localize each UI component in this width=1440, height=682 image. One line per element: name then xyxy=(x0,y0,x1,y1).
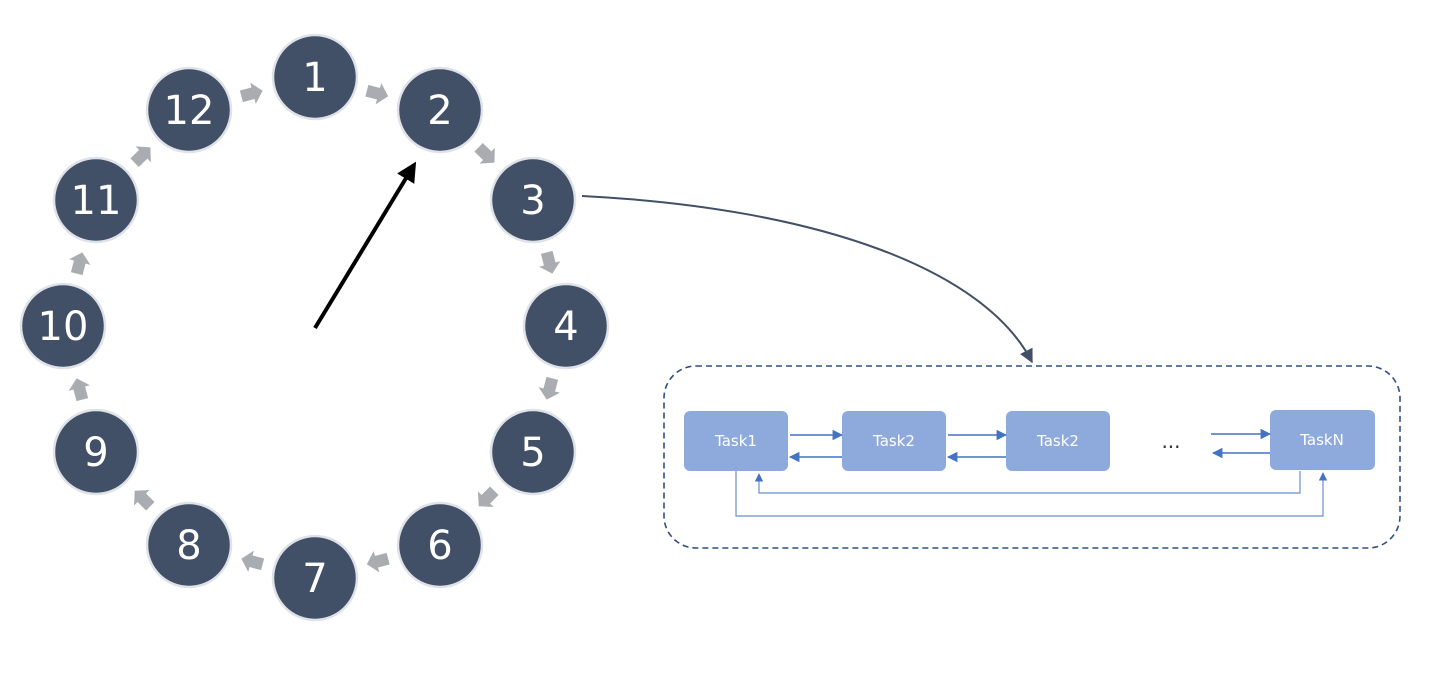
task-label: TaskN xyxy=(1299,431,1344,449)
slot-flow-chevron xyxy=(478,486,499,507)
wheel-slot: 1 xyxy=(271,33,359,121)
wheel-slot-label: 2 xyxy=(427,88,452,134)
wheel-slot-label: 3 xyxy=(520,178,545,224)
wheel-slot: 5 xyxy=(489,408,577,496)
slot-flow-chevron xyxy=(68,378,90,402)
slot-flow-chevron xyxy=(241,550,265,572)
slot-flow-chevron xyxy=(239,82,263,104)
wheel-slot-circle xyxy=(522,282,610,370)
slot-flow-chevron xyxy=(365,83,389,105)
task-link-arrows xyxy=(735,428,1328,517)
wheel-slot-circle xyxy=(396,501,484,589)
wheel-slot-circle xyxy=(396,66,484,154)
task-box: Task2 xyxy=(1006,411,1110,471)
wheel-slot-label: 6 xyxy=(427,523,452,569)
slot-flow-chevron xyxy=(539,250,561,274)
slot-flow-chevron xyxy=(538,376,560,400)
wheel-slot-circle xyxy=(489,156,577,244)
wheel-slot: 4 xyxy=(522,282,610,370)
task-list-container xyxy=(663,365,1401,549)
task-box: Task1 xyxy=(684,411,788,471)
wheel-slot-label: 9 xyxy=(83,430,108,476)
slot-flow-chevron xyxy=(130,146,151,167)
task-label: Task2 xyxy=(1036,432,1079,450)
slot-flow-chevron xyxy=(474,143,495,164)
task-label: Task1 xyxy=(714,432,757,450)
wheel-slot-label: 10 xyxy=(38,304,89,350)
wheel-slot-label: 11 xyxy=(71,178,122,224)
wheel-slot-circle xyxy=(52,408,140,496)
wheel-slot-label: 5 xyxy=(520,430,545,476)
head-to-tail-arrow xyxy=(735,471,1328,517)
task-ellipsis: ... xyxy=(1161,429,1180,453)
wheel-slot-circle xyxy=(271,534,359,622)
wheel-slot-label: 12 xyxy=(164,88,215,134)
wheel-slot-circle xyxy=(489,408,577,496)
task-box: Task2 xyxy=(842,411,946,471)
wheel-slot-circle xyxy=(271,33,359,121)
wheel-slot-circle xyxy=(145,501,233,589)
wheel-slot: 12 xyxy=(145,66,233,154)
wheel-slot: 6 xyxy=(396,501,484,589)
task-box: TaskN xyxy=(1270,410,1375,470)
wheel-slot-circle xyxy=(52,156,140,244)
tail-to-head-arrow xyxy=(754,471,1301,494)
wheel-slot: 11 xyxy=(52,156,140,244)
wheel-slot: 9 xyxy=(52,408,140,496)
wheel-slot: 3 xyxy=(489,156,577,244)
wheel-slot-label: 4 xyxy=(553,304,578,350)
wheel-slot-circle xyxy=(19,282,107,370)
wheel-slot-label: 1 xyxy=(302,55,327,101)
slot-flow-arrows xyxy=(68,82,561,573)
slot-flow-chevron xyxy=(69,252,91,276)
wheel-slot: 10 xyxy=(19,282,107,370)
task-label: Task2 xyxy=(872,432,915,450)
wheel-slot: 8 xyxy=(145,501,233,589)
wheel-slot-label: 8 xyxy=(176,523,201,569)
wheel-slot-label: 7 xyxy=(302,556,327,602)
wheel-pointer-arrow xyxy=(313,161,417,330)
wheel-slot: 2 xyxy=(396,66,484,154)
slot-to-task-list-connector xyxy=(581,195,1033,364)
slot-flow-chevron xyxy=(134,490,155,511)
wheel-slot: 7 xyxy=(271,534,359,622)
wheel-slot-circle xyxy=(145,66,233,154)
slot-flow-chevron xyxy=(366,551,390,573)
